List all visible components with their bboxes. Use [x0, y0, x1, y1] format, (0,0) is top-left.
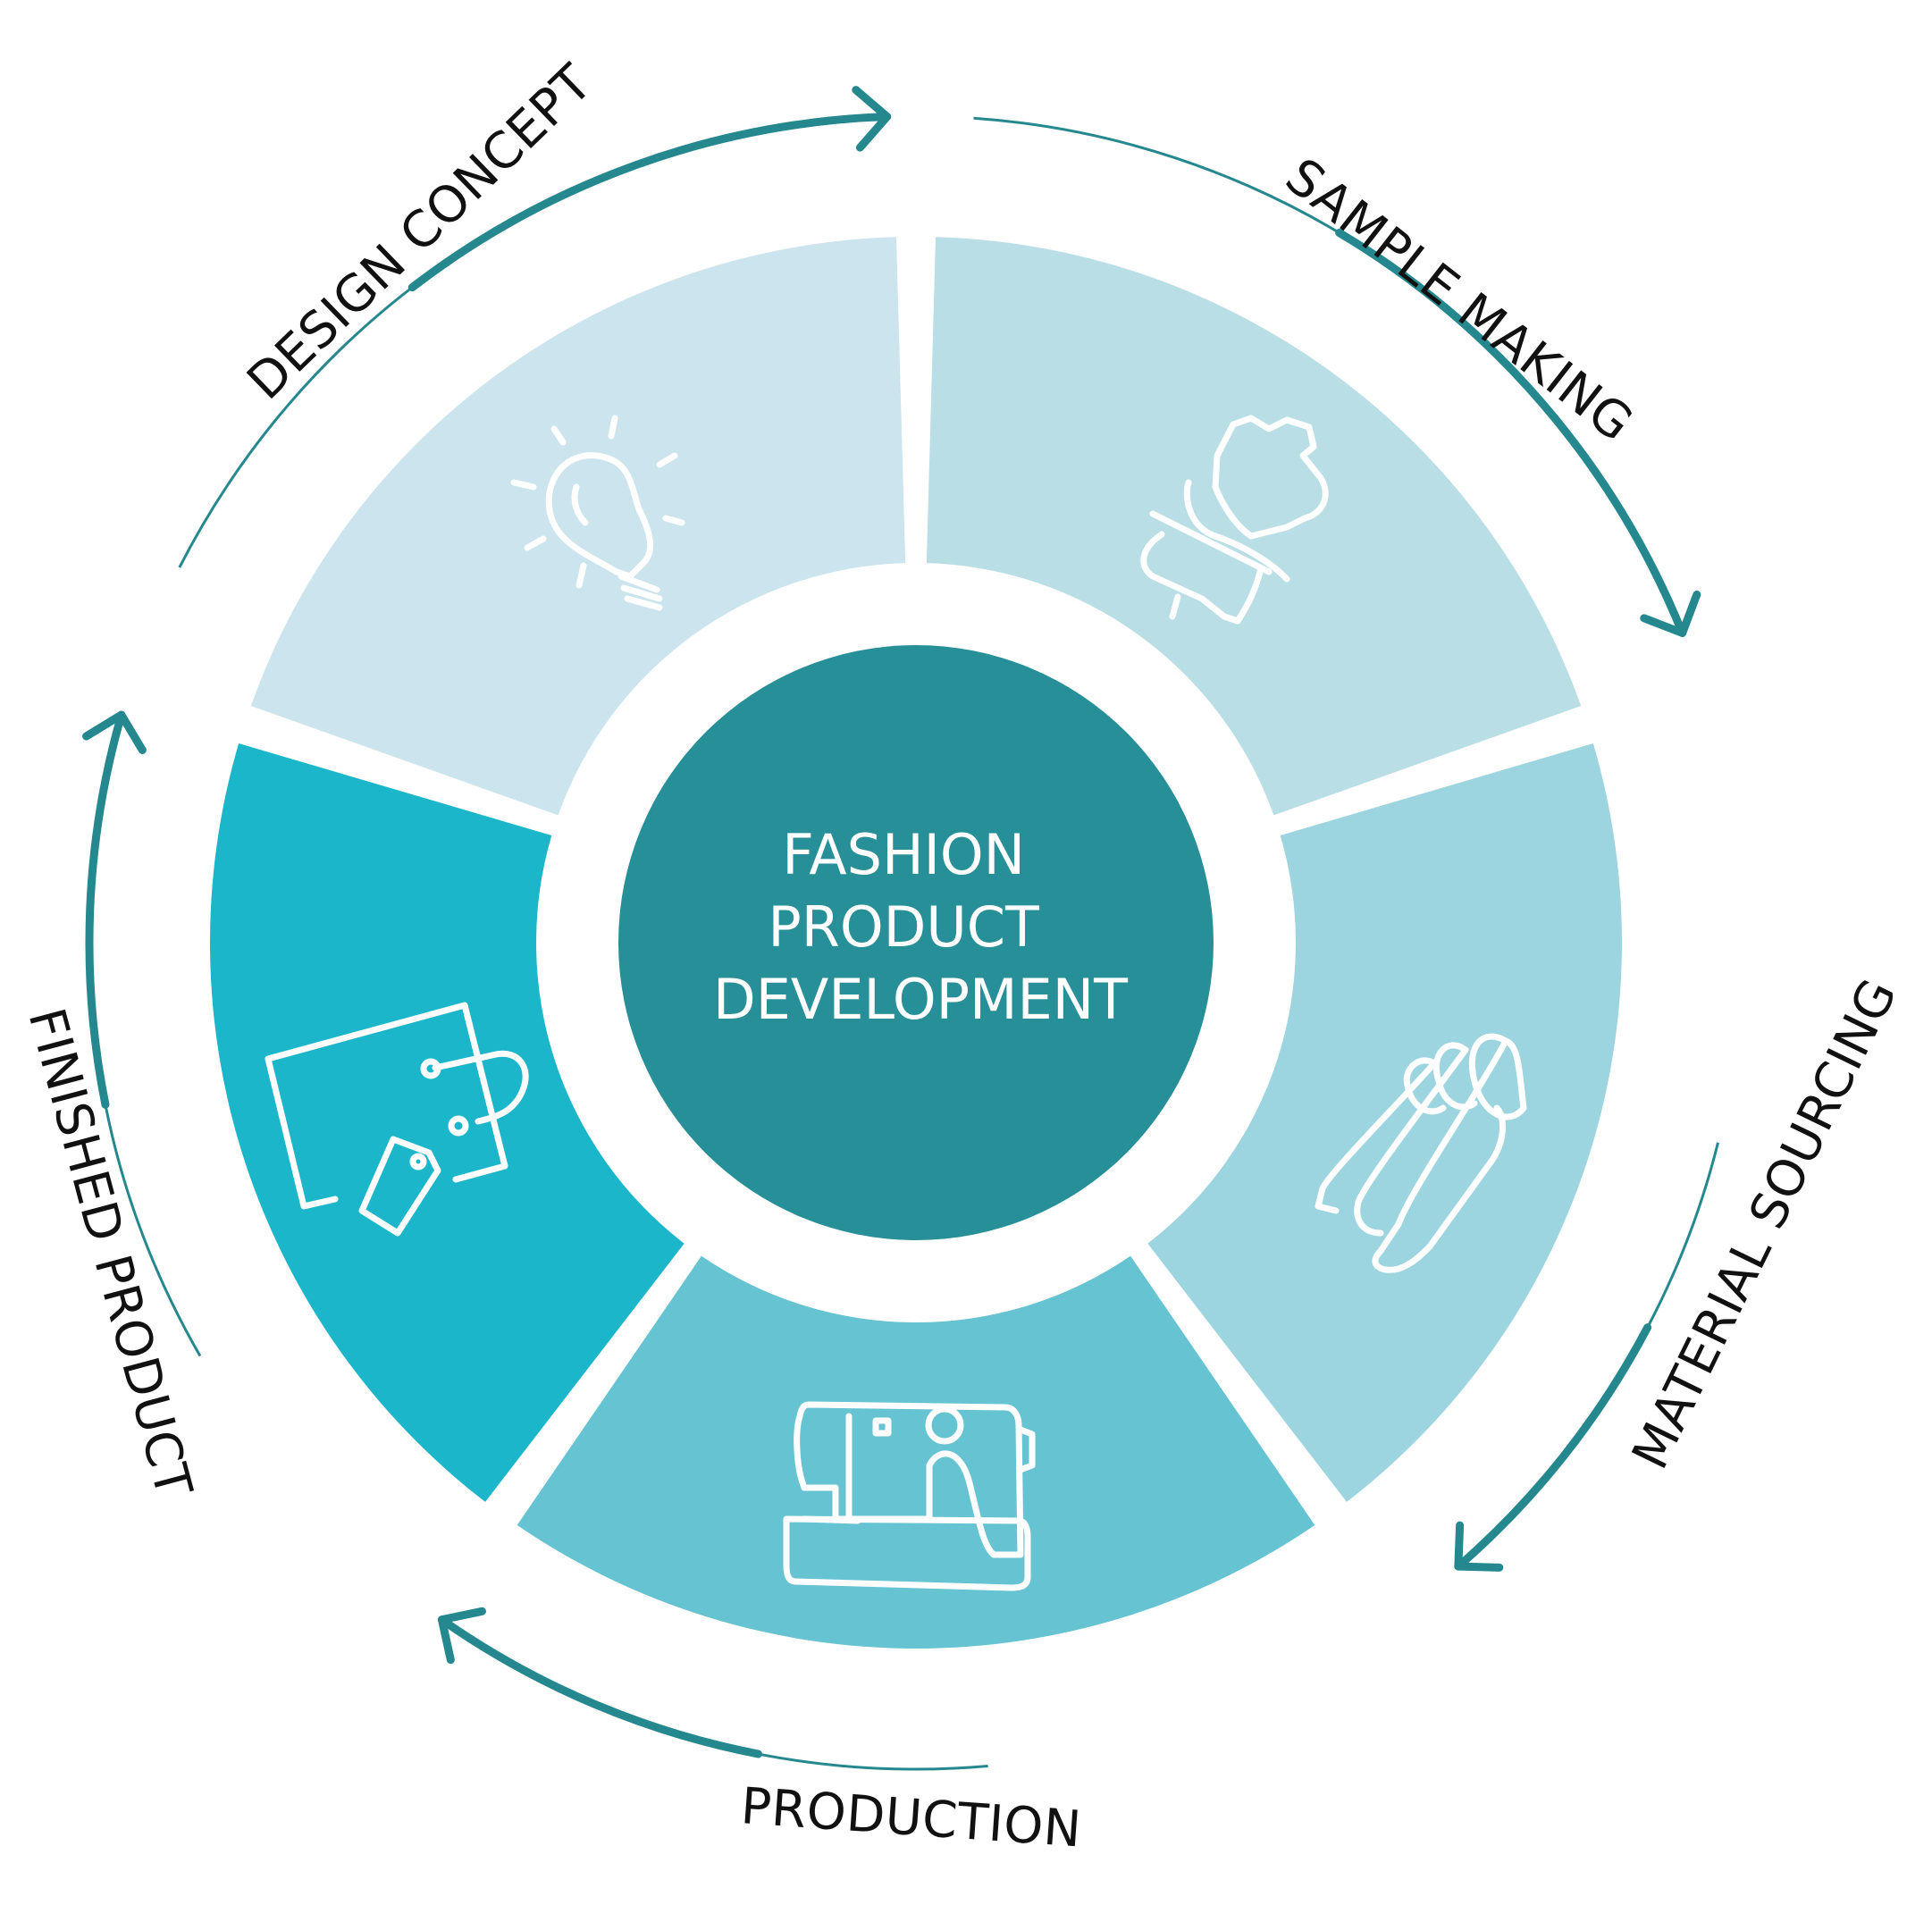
arrow-sample-to-material-head	[1640, 590, 1701, 637]
arrow-design-to-sample-head	[852, 86, 892, 152]
lightbulb-icon	[510, 415, 685, 611]
center-title-line-3: DEVELOPMENT	[713, 967, 1129, 1032]
segment-design-concept	[250, 237, 906, 816]
arrow-finished-to-design-body	[85, 710, 126, 1109]
stage-label-production: PRODUCTION	[739, 1777, 1083, 1859]
segment-sample-making	[926, 237, 1582, 816]
center-title: FASHION PRODUCT DEVELOPMENT	[713, 822, 1129, 1032]
arrow-production-to-finished-body	[437, 1615, 763, 1758]
center-title-line-2: PRODUCT	[768, 894, 1040, 960]
dress-form-icon	[1140, 415, 1329, 625]
arrow-material-to-production-body	[1454, 1323, 1652, 1571]
fabric-rolls-icon	[1315, 1033, 1527, 1273]
stage-label-finished-product: FINISHED PRODUCT	[16, 1003, 203, 1504]
arrow-production-to-finished-tail	[729, 1746, 988, 1771]
arrow-material-to-production-head	[1454, 1521, 1504, 1572]
cycle-arrows	[82, 86, 1719, 1771]
segment-production	[517, 1255, 1315, 1649]
arrow-design-to-sample-body	[407, 113, 892, 292]
segment-material-sourcing	[1147, 743, 1623, 1502]
arrow-design-to-sample-tail	[178, 269, 437, 568]
shopping-bag-tag-icon	[265, 1002, 529, 1237]
arrow-sample-to-material-body	[1335, 228, 1687, 637]
segment-finished-product	[209, 743, 685, 1502]
arrow-production-to-finished-head	[437, 1607, 486, 1665]
sewing-machine-icon	[783, 1401, 1036, 1591]
stage-label-material-sourcing: MATERIAL SOURCING	[1621, 970, 1909, 1478]
arrow-sample-to-material-tail	[973, 116, 1365, 249]
arrow-finished-to-design-tail	[98, 1076, 202, 1357]
cycle-segments	[209, 237, 1623, 1649]
center-hub	[618, 645, 1214, 1240]
center-title-line-1: FASHION	[782, 822, 1025, 887]
arrow-finished-to-design-head	[82, 710, 147, 755]
